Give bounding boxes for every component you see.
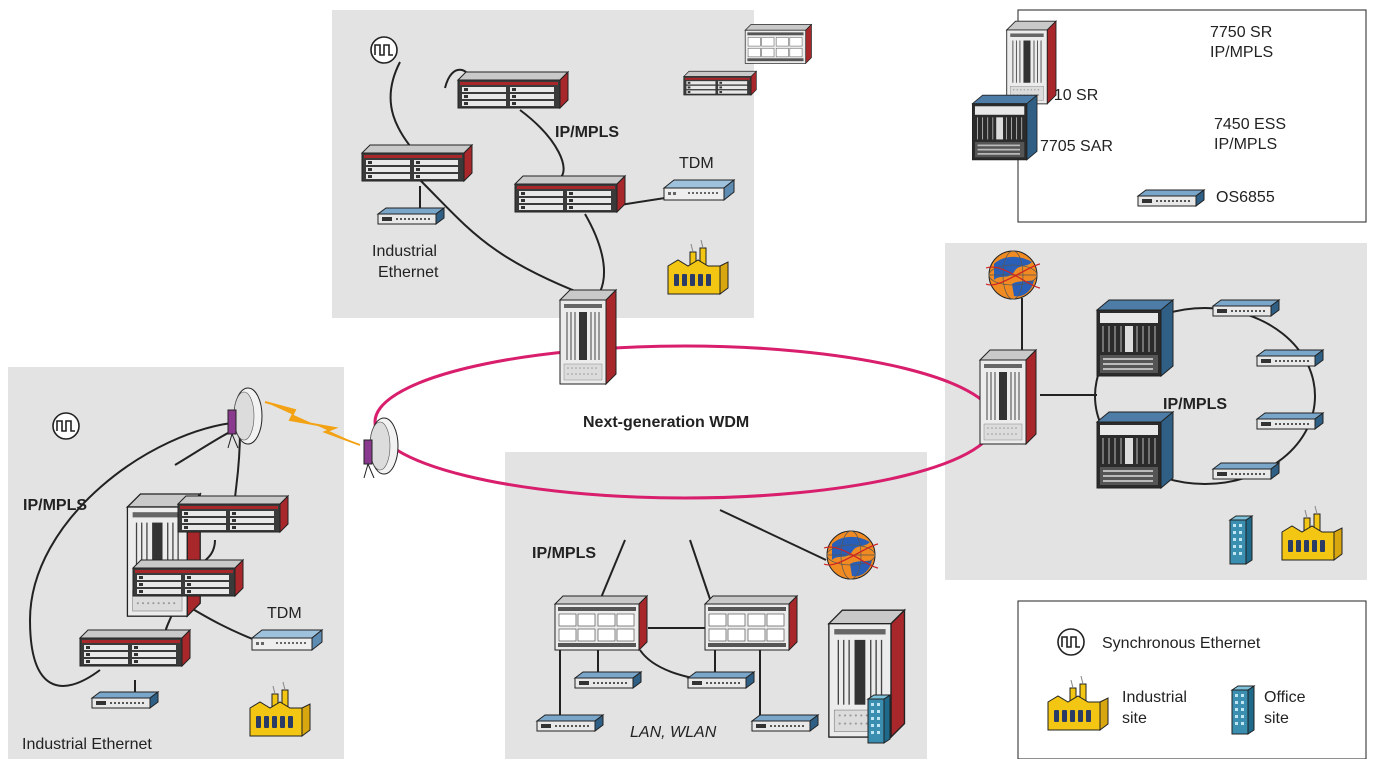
os6855-switch: [574, 671, 642, 689]
top-industrial-label: Industrial: [372, 243, 437, 260]
7450-ess-router: [1096, 299, 1174, 377]
sync-ethernet-icon: [52, 412, 80, 440]
key-sync-label: Synchronous Ethernet: [1102, 635, 1261, 652]
key-industrial-site-label: site: [1122, 710, 1147, 727]
os6855-switch: [536, 714, 604, 732]
tdm-device: [251, 629, 323, 651]
symbol-key: [1017, 600, 1367, 759]
os6855-switch: [1212, 299, 1280, 317]
key-industrial-label: Industrial: [1122, 689, 1187, 706]
top-ethernet-label: Ethernet: [378, 264, 439, 281]
bottom-cluster-links: [559, 509, 827, 720]
7450-ess-router: [1096, 411, 1174, 489]
7705-sar-icon: [683, 70, 757, 96]
bottom-mpls-label: IP/MPLS: [532, 545, 596, 562]
top-mpls-label: IP/MPLS: [555, 124, 619, 141]
dish-antenna: [363, 417, 399, 479]
office-icon: [1231, 685, 1255, 735]
left-tdm-label: TDM: [267, 605, 302, 622]
7705-sar-router: [177, 495, 289, 533]
7750-sr-router: [828, 609, 906, 738]
os6855-switch: [377, 207, 445, 225]
legend-7450-sub: IP/MPLS: [1214, 136, 1277, 153]
os6855-switch: [751, 714, 819, 732]
7705-sar-router: [514, 175, 626, 213]
lan-wlan-label: LAN, WLAN: [630, 724, 717, 741]
key-office-label: Office: [1264, 689, 1306, 706]
office-icon: [867, 694, 891, 744]
right-cluster-links: [1021, 298, 1316, 485]
os6855-switch: [91, 691, 159, 709]
key-office-site-label: site: [1264, 710, 1289, 727]
os6855-icon: [1137, 189, 1205, 207]
7750-sr-wdm-node: [559, 289, 617, 385]
7705-sar-router: [457, 71, 569, 109]
tdm-device: [663, 179, 735, 201]
7750-sr-router: [979, 349, 1037, 445]
legend-7750-label: 7750 SR: [1210, 24, 1272, 41]
7710-sr-icon: [744, 24, 812, 64]
legend-7750-sub: IP/MPLS: [1210, 44, 1273, 61]
legend-os6855-label: OS6855: [1216, 189, 1275, 206]
7705-sar-router: [132, 559, 244, 597]
7710-sr-router: [704, 595, 798, 651]
wdm-ring-label: Next-generation WDM: [583, 414, 749, 431]
office-icon: [1229, 515, 1253, 565]
right-mpls-label: IP/MPLS: [1163, 396, 1227, 413]
sync-ethernet-icon: [370, 36, 398, 64]
7705-sar-router: [361, 144, 473, 182]
left-mpls-label: IP/MPLS: [23, 497, 87, 514]
os6855-switch: [1256, 349, 1324, 367]
legend-7450-label: 7450 ESS: [1214, 116, 1286, 133]
wireless-link: [264, 401, 361, 446]
7705-sar-router: [79, 629, 191, 667]
left-industrial-ethernet-label: Industrial Ethernet: [22, 736, 152, 753]
sync-ethernet-icon: [1057, 628, 1085, 656]
7750-sr-icon: [1006, 20, 1057, 105]
os6855-switch: [687, 671, 755, 689]
legend-7705-label: 7705 SAR: [1040, 138, 1113, 155]
top-tdm-label: TDM: [679, 155, 714, 172]
7450-ess-icon: [971, 94, 1038, 161]
os6855-switch: [1256, 412, 1324, 430]
7710-sr-router: [554, 595, 648, 651]
os6855-switch: [1212, 462, 1280, 480]
